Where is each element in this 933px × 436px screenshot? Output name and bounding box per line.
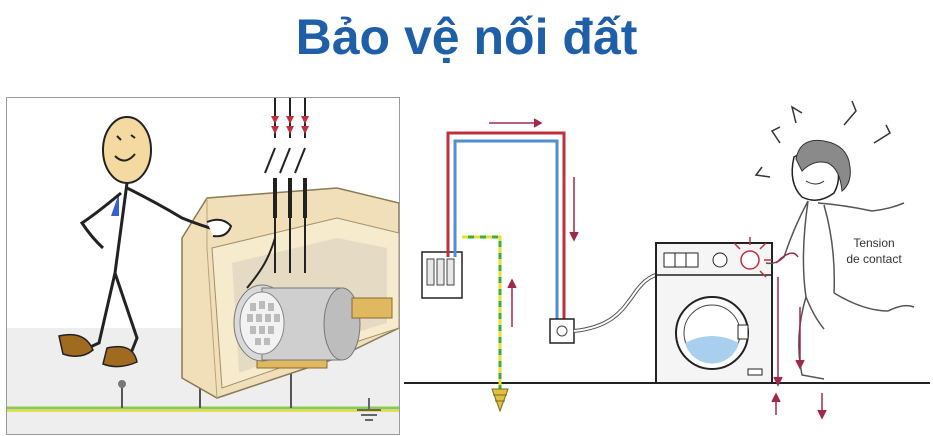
left-illustration-panel: [6, 97, 400, 435]
motor-cable: [246, 237, 276, 289]
distribution-board-icon: [421, 251, 463, 299]
phase-wire: [446, 131, 566, 323]
earthed-motor-illustration: [7, 98, 399, 434]
earth-fault-illustration: Tension de contact: [404, 100, 930, 420]
earth-wire: [462, 235, 502, 389]
page-title: Bảo vệ nối đất: [295, 9, 638, 65]
motor-icon: [233, 284, 393, 369]
ground-symbol-icon: [357, 398, 381, 421]
body-current-arrows: [771, 252, 827, 420]
contact-voltage-label-line2: de contact: [846, 252, 902, 266]
earth-post: [118, 380, 126, 408]
right-illustration-panel: Tension de contact: [404, 97, 930, 433]
fault-spark-icon: [733, 237, 772, 278]
current-arrows: [271, 116, 309, 134]
appliance-cable-core: [573, 272, 665, 332]
earth-wire-stripe: [462, 235, 502, 389]
ground-electrode-icon: [491, 388, 509, 413]
shocked-person-icon: [754, 100, 915, 380]
washing-machine-icon: [655, 242, 773, 384]
stick-figure-icon: [58, 116, 233, 368]
neutral-wire: [453, 139, 559, 323]
current-arrows: [489, 118, 579, 327]
contact-voltage-label-line1: Tension: [853, 236, 894, 250]
appliance-cable: [573, 271, 665, 333]
socket-icon: [549, 318, 575, 344]
